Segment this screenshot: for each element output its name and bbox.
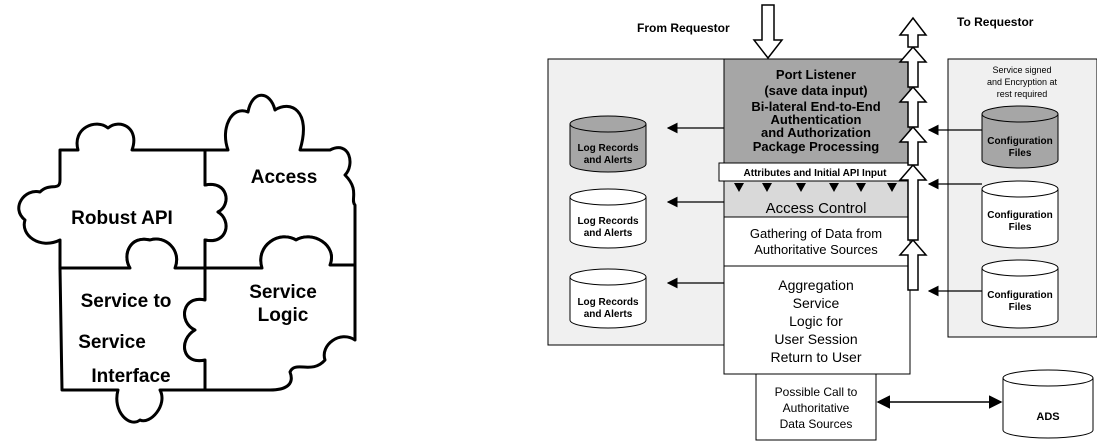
port-listener-box bbox=[723, 58, 911, 164]
ads-cylinder: ADS bbox=[1002, 369, 1094, 439]
to-requestor-label: To Requestor bbox=[957, 15, 1034, 29]
puzzle-piece-service-logic bbox=[183, 235, 357, 392]
port-listener-line6: Package Processing bbox=[753, 139, 880, 154]
right-note-line1: Service signed bbox=[992, 65, 1051, 75]
aggregation-line4: User Session bbox=[774, 331, 857, 347]
attributes-bar-text: Attributes and Initial API Input bbox=[744, 168, 888, 179]
log-arrows bbox=[666, 122, 724, 289]
right-note-line3: rest required bbox=[997, 89, 1048, 99]
possible-call-box bbox=[755, 373, 877, 441]
possible-call-line1: Possible Call to bbox=[775, 385, 858, 399]
puzzle-piece-robust-api bbox=[17, 122, 228, 270]
possible-call-line2: Authoritative bbox=[783, 401, 850, 415]
log-label-2b: and Alerts bbox=[584, 228, 633, 239]
input-arrows bbox=[734, 183, 897, 192]
access-control-text: Access Control bbox=[766, 200, 867, 217]
to-requestor-arrow-chain bbox=[898, 16, 928, 291]
config-label-3b: Files bbox=[1009, 302, 1032, 313]
config-arrows bbox=[927, 124, 982, 297]
possible-call-line3: Data Sources bbox=[780, 417, 853, 431]
ads-label: ADS bbox=[1036, 411, 1059, 423]
config-label-3a: Configuration bbox=[987, 290, 1053, 301]
port-listener-line3: Bi-lateral End-to-End bbox=[751, 99, 880, 114]
aggregation-line5: Return to User bbox=[770, 349, 861, 365]
puzzle-labels: Robust API Access Service to Service Int… bbox=[71, 167, 317, 387]
config-cylinder-2: Configuration Files bbox=[981, 180, 1059, 249]
log-label-2a: Log Records bbox=[577, 216, 639, 227]
aggregation-line3: Logic for bbox=[789, 313, 843, 329]
puzzle-label-service-to-line2: Service bbox=[78, 332, 146, 353]
config-cylinder-3: Configuration Files bbox=[981, 259, 1059, 329]
log-cylinder-3: Log Records and Alerts bbox=[569, 268, 647, 329]
puzzle-label-access: Access bbox=[251, 167, 318, 188]
aggregation-line1: Aggregation bbox=[778, 277, 854, 293]
port-listener-line5: and Authorization bbox=[761, 125, 871, 140]
right-note-line2: and Encryption at bbox=[987, 77, 1058, 87]
puzzle-label-service-logic-line2: Logic bbox=[258, 305, 309, 326]
log-label-3a: Log Records bbox=[577, 297, 639, 308]
config-label-2b: Files bbox=[1009, 222, 1032, 233]
log-label-1b: and Alerts bbox=[584, 155, 633, 166]
config-label-1a: Configuration bbox=[987, 136, 1053, 147]
log-label-1a: Log Records bbox=[577, 143, 639, 154]
gathering-line2: Authoritative Sources bbox=[754, 242, 878, 257]
puzzle-piece-access bbox=[203, 93, 357, 270]
config-cylinder-1: Configuration Files bbox=[981, 105, 1059, 169]
port-listener-line4: Authentication bbox=[771, 112, 862, 127]
log-cylinder-2: Log Records and Alerts bbox=[569, 188, 647, 249]
puzzle-label-service-to-line3: Interface bbox=[91, 366, 170, 387]
config-label-1b: Files bbox=[1009, 148, 1032, 159]
puzzle-graphic bbox=[17, 93, 357, 424]
puzzle-label-robust-api: Robust API bbox=[71, 208, 173, 229]
log-label-3b: and Alerts bbox=[584, 309, 633, 320]
gathering-line1: Gathering of Data from bbox=[750, 226, 882, 241]
log-cylinder-1: Log Records and Alerts bbox=[569, 115, 647, 173]
port-listener-line1: Port Listener bbox=[776, 67, 856, 82]
from-requestor-arrow bbox=[752, 4, 784, 60]
puzzle-label-service-logic-line1: Service bbox=[249, 282, 317, 303]
from-requestor-label: From Requestor bbox=[637, 21, 730, 35]
puzzle-label-service-to-line1: Service to bbox=[81, 291, 172, 312]
access-control-box bbox=[723, 180, 911, 218]
aggregation-line2: Service bbox=[793, 295, 840, 311]
aggregation-box bbox=[723, 265, 911, 375]
port-listener-line2: (save data input) bbox=[764, 83, 867, 98]
config-label-2a: Configuration bbox=[987, 210, 1053, 221]
